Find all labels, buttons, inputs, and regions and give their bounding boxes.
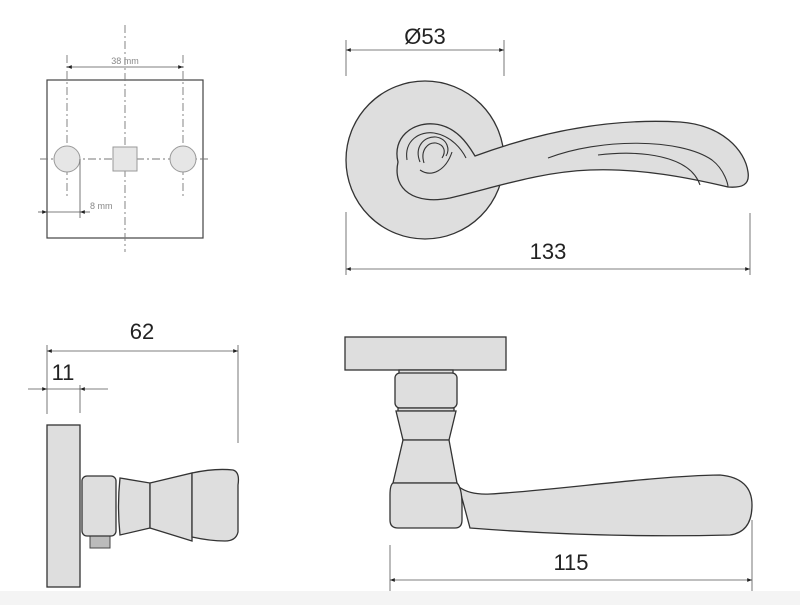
top-view: 115 bbox=[344, 336, 753, 596]
thread-stub bbox=[89, 535, 111, 549]
lever-top bbox=[457, 474, 753, 537]
mounting-plate-view: 38 mm 8 mm bbox=[38, 25, 210, 252]
hole-offset-label: 8 mm bbox=[90, 201, 113, 211]
footer-strip bbox=[0, 591, 800, 605]
side-view: 62 11 bbox=[28, 319, 240, 588]
lever-front bbox=[396, 120, 749, 201]
screw-hole-right bbox=[169, 145, 197, 173]
rosette-top bbox=[344, 336, 507, 371]
hole-spacing-label: 38 mm bbox=[111, 56, 139, 66]
screw-hole-left bbox=[53, 145, 81, 173]
lever-length-label: 115 bbox=[553, 550, 588, 575]
projection-label: 62 bbox=[130, 319, 154, 344]
front-view: Ø53 133 bbox=[345, 24, 751, 275]
rosette-diameter-label: Ø53 bbox=[404, 24, 446, 49]
spindle-hole bbox=[112, 146, 138, 172]
overall-length-label: 133 bbox=[530, 239, 567, 264]
rosette-thickness-label: 11 bbox=[52, 360, 75, 385]
rosette-side bbox=[46, 424, 81, 588]
